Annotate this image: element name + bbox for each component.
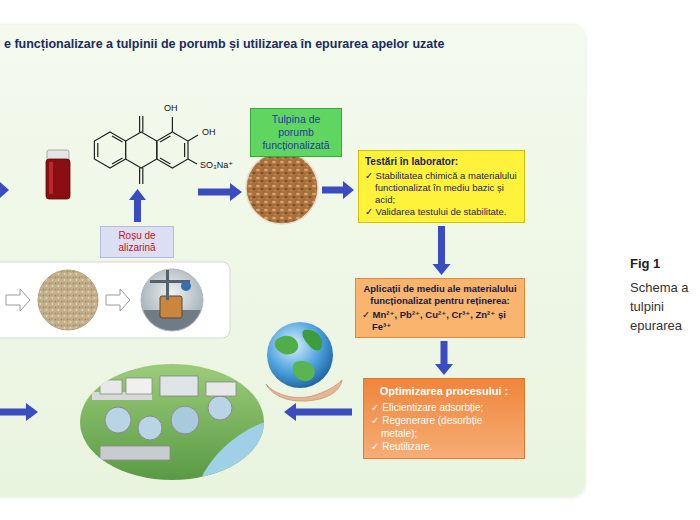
process-box: Testări în laborator: ✓ Stabilitatea chim… — [358, 150, 525, 223]
box-item: ✓ Reutilizare. — [371, 440, 517, 453]
flow-arrow — [198, 183, 242, 201]
treatment-plant — [80, 364, 270, 480]
label-box: Tulpina de porumb funcționalizată — [250, 108, 342, 157]
flow-arrow — [284, 403, 352, 421]
label-box: Roșu de alizarină — [100, 226, 174, 258]
chemical-group: OH — [164, 103, 178, 114]
process-box: Optimizarea procesului : ✓ Eficientizare … — [363, 378, 525, 459]
box-item: ✓ Mn²⁺, Pb²⁺, Cu²⁺, Cr³⁺, Zn²⁺ și Fe³⁺ — [362, 309, 518, 333]
process-box: Aplicații de mediu ale materialului func… — [355, 278, 525, 338]
box-heading: Tulpina de porumb funcționalizată — [255, 113, 337, 152]
dye-vial — [46, 150, 70, 199]
flow-arrow — [435, 341, 453, 375]
box-item: ✓ Regenerare (desorbție metale); — [371, 414, 517, 440]
chemical-structure — [94, 116, 198, 184]
chemical-group: SO₃Na⁺ — [200, 160, 233, 171]
chemical-group: OH — [202, 127, 216, 138]
process-photos — [0, 262, 230, 338]
flow-arrow — [0, 182, 9, 198]
arrow-shape — [435, 341, 453, 375]
diagram-title: e funcționalizare a tulpinii de porumb ș… — [4, 37, 444, 51]
box-heading: Aplicații de mediu ale materialului func… — [362, 283, 518, 307]
box-heading: Roșu de alizarină — [104, 230, 170, 254]
box-item: ✓ Stabilitatea chimică a materialului fu… — [365, 170, 518, 206]
flow-arrow — [0, 403, 38, 421]
box-item: ✓ Eficientizare adsorbție; — [371, 401, 517, 414]
arrow-shape — [433, 226, 451, 275]
figure-caption: Schema a tulpini epurarea — [630, 278, 694, 335]
corn-stalk-photo — [246, 152, 318, 224]
globe-in-hand — [266, 322, 342, 401]
box-item: ✓ Validarea testului de stabilitate. — [365, 206, 518, 218]
figure-number: Fig 1 — [630, 256, 660, 271]
flow-arrow — [129, 189, 146, 222]
flow-arrow — [322, 181, 354, 199]
box-heading: Testări în laborator: — [365, 155, 518, 168]
flow-arrow — [433, 226, 451, 275]
box-heading: Optimizarea procesului : — [371, 384, 517, 398]
